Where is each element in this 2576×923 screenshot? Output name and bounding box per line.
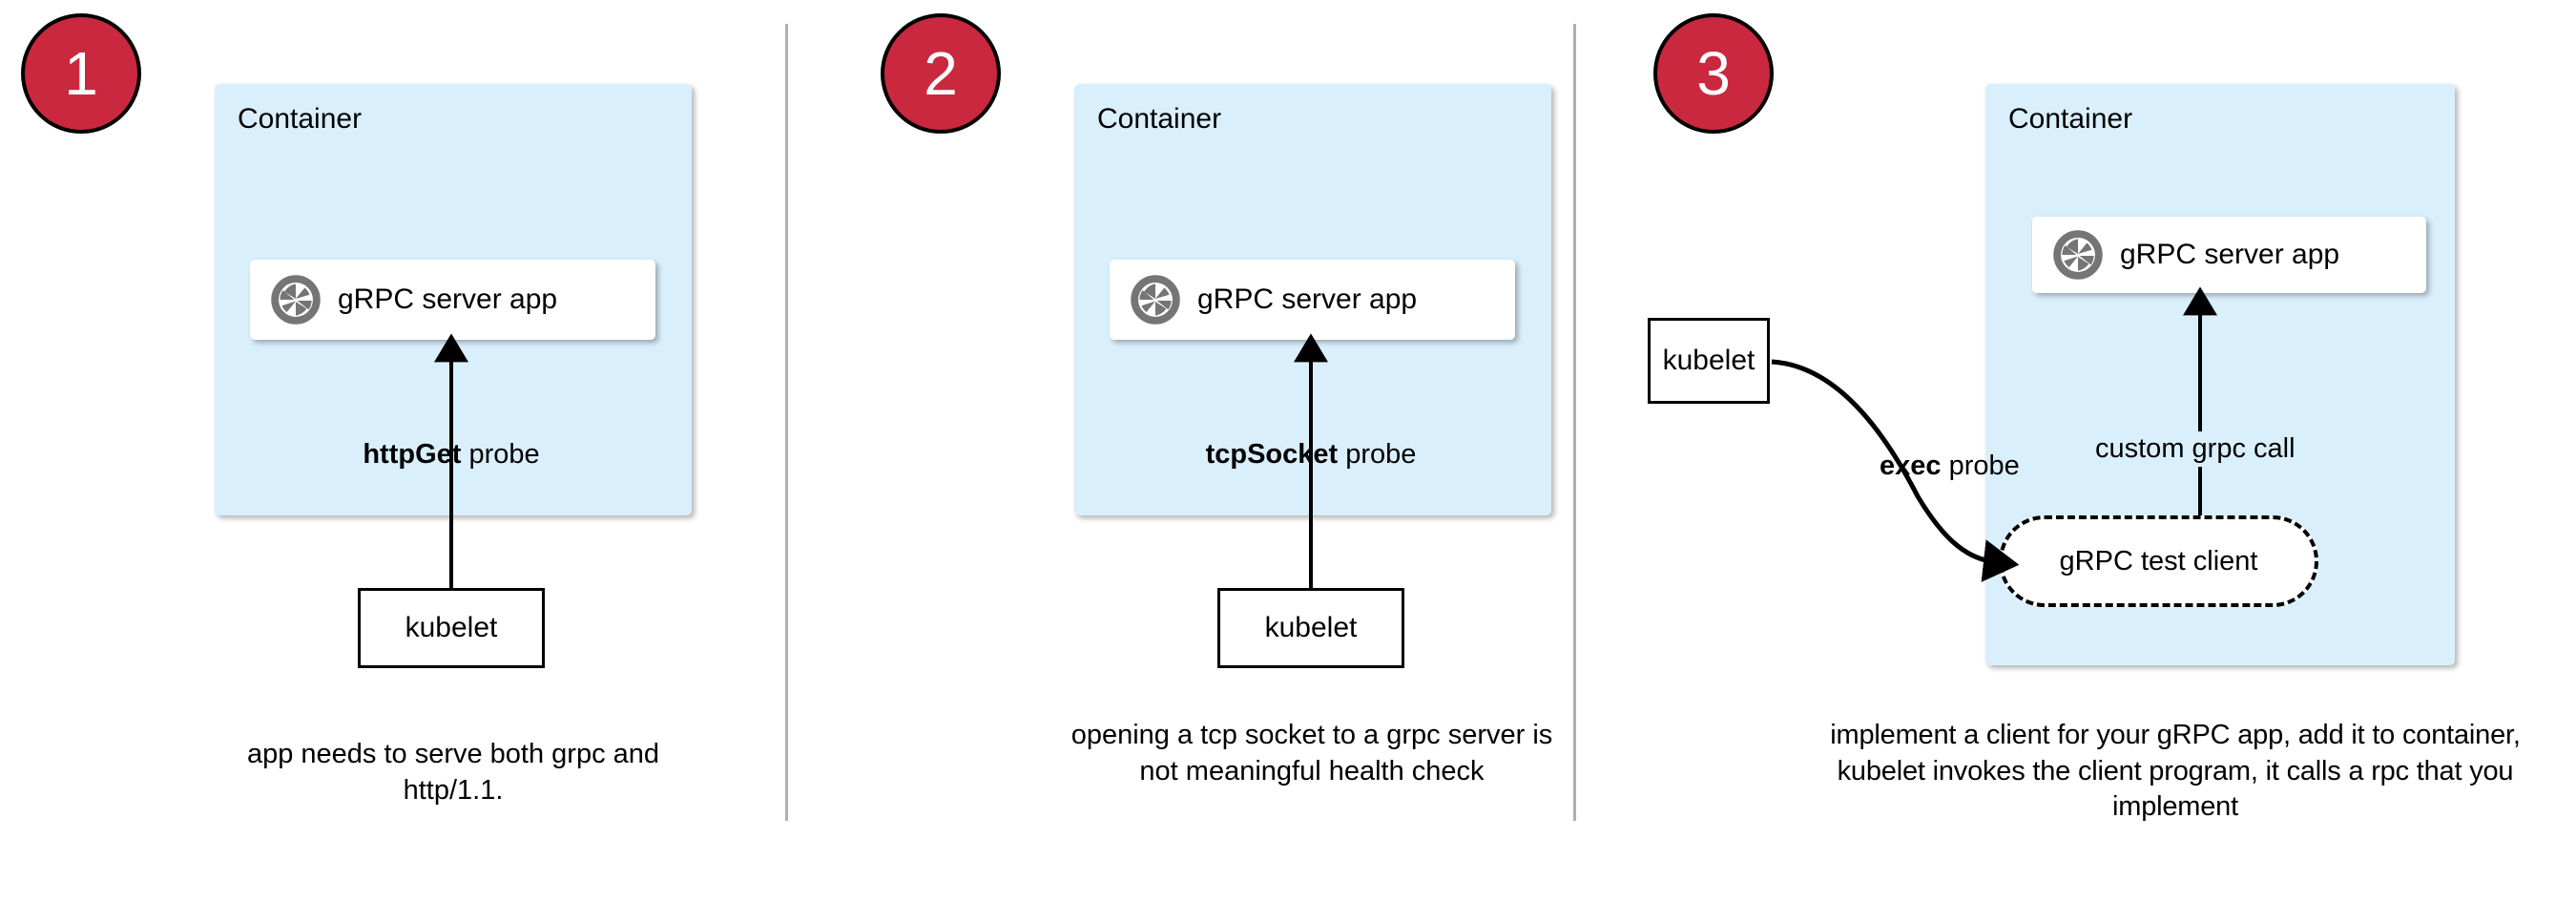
tcpsocket-probe-label: tcpSocket probe — [1111, 439, 1511, 471]
grpc-server-app-label-3: gRPC server app — [2120, 239, 2340, 270]
exec-probe-label-rest: probe — [1941, 451, 2020, 481]
panel-divider-1 — [785, 24, 788, 821]
kubelet-label-3: kubelet — [1662, 345, 1755, 376]
container-label-2: Container — [1097, 103, 1222, 135]
grpc-server-app-box-1: gRPC server app — [250, 260, 655, 340]
grpc-server-app-box-3: gRPC server app — [2032, 217, 2426, 293]
step-badge-1-number: 1 — [64, 39, 98, 108]
kubelet-label-2: kubelet — [1264, 612, 1358, 643]
exec-probe-label-bold: exec — [1880, 451, 1942, 481]
httpget-probe-label: httpGet probe — [251, 439, 652, 471]
grpc-aperture-icon — [2053, 230, 2103, 280]
panel-caption-3: implement a client for your gRPC app, ad… — [1830, 720, 2521, 823]
step-badge-3: 3 — [1653, 13, 1774, 134]
container-label-3: Container — [2008, 103, 2133, 135]
grpc-server-app-box-2: gRPC server app — [1110, 260, 1515, 340]
custom-grpc-call-text: custom grpc call — [2095, 433, 2296, 464]
kubelet-label-1: kubelet — [405, 612, 498, 643]
grpc-server-app-label-2: gRPC server app — [1197, 283, 1418, 315]
step-badge-1: 1 — [21, 13, 141, 134]
grpc-aperture-icon — [1131, 275, 1180, 325]
step-badge-3-number: 3 — [1696, 39, 1731, 108]
tcpsocket-probe-label-rest: probe — [1338, 439, 1417, 470]
grpc-test-client-box: gRPC test client — [1999, 515, 2318, 607]
exec-probe-label: exec probe — [1880, 451, 2020, 482]
panel-caption-2: opening a tcp socket to a grpc server is… — [1070, 720, 1553, 787]
panel-caption-1: app needs to serve both grpc and http/1.… — [246, 739, 660, 806]
panel-divider-2 — [1573, 24, 1576, 821]
httpget-probe-label-rest: probe — [461, 439, 540, 470]
custom-grpc-call-label: custom grpc call — [2089, 431, 2301, 467]
step-badge-2: 2 — [881, 13, 1001, 134]
tcpsocket-probe-label-bold: tcpSocket — [1205, 439, 1339, 470]
grpc-aperture-icon — [271, 275, 321, 325]
grpc-test-client-label: gRPC test client — [2059, 545, 2258, 577]
step-badge-2-number: 2 — [924, 39, 958, 108]
kubelet-box-1: kubelet — [358, 588, 545, 668]
kubelet-box-2: kubelet — [1217, 588, 1404, 668]
container-label-1: Container — [238, 103, 363, 135]
grpc-server-app-label-1: gRPC server app — [338, 283, 558, 315]
kubelet-box-3: kubelet — [1648, 318, 1770, 404]
httpget-probe-label-bold: httpGet — [363, 439, 462, 470]
